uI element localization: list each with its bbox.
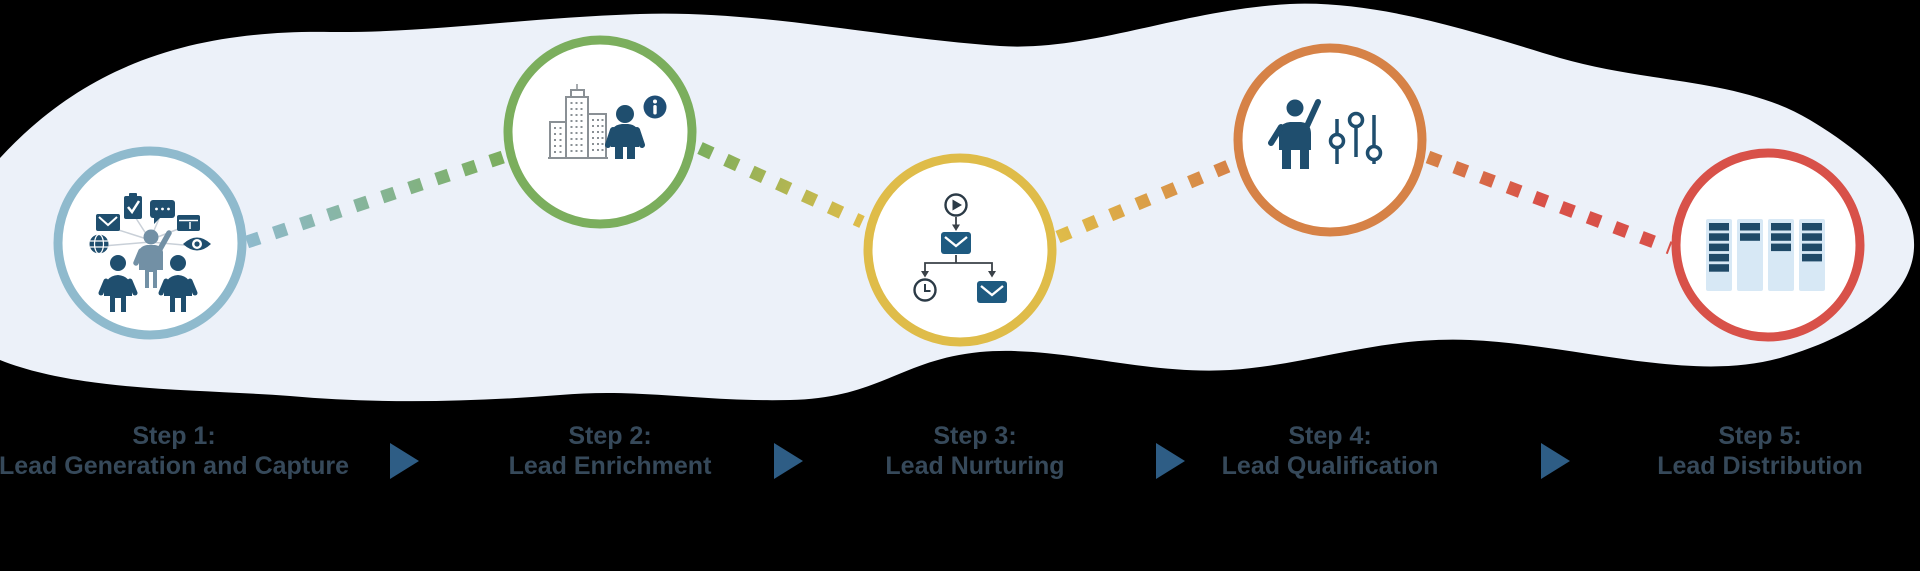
step-title: Step 5: xyxy=(1718,422,1802,450)
step-title: Step 1: xyxy=(132,422,216,450)
arrow-right-icon xyxy=(1156,443,1185,479)
connector-dots-2 xyxy=(697,142,865,228)
step-circle-4 xyxy=(1233,43,1427,237)
step-circle-3 xyxy=(863,153,1057,347)
email-workflow-icon xyxy=(913,193,1007,303)
connector-dots-3 xyxy=(1055,158,1234,244)
step-circle-5 xyxy=(1671,148,1865,342)
step-title: Step 4: xyxy=(1288,422,1372,450)
step-circle-1 xyxy=(53,146,247,340)
arrow-right-icon xyxy=(774,443,803,479)
lead-generation-capture-icon xyxy=(89,193,211,312)
step-name: Lead Distribution xyxy=(1657,452,1863,480)
arrow-right-icon xyxy=(1541,443,1570,479)
step-circle-2 xyxy=(503,35,697,229)
step-label-3: Step 3: Lead Nurturing xyxy=(765,421,1185,481)
kanban-board-icon xyxy=(1706,219,1825,291)
step-name: Lead Qualification xyxy=(1221,452,1439,480)
step-name: Lead Generation and Capture xyxy=(0,452,350,480)
company-person-info-icon xyxy=(548,84,667,159)
arrow-right-icon xyxy=(390,443,419,479)
step-label-4: Step 4: Lead Qualification xyxy=(1120,421,1540,481)
step-title: Step 3: xyxy=(933,422,1017,450)
person-sliders-icon xyxy=(1268,99,1383,169)
step-title: Step 2: xyxy=(568,422,652,450)
step-label-2: Step 2: Lead Enrichment xyxy=(400,421,820,481)
step-label-5: Step 5: Lead Distribution xyxy=(1550,421,1920,481)
step-name: Lead Nurturing xyxy=(885,452,1065,480)
step-name: Lead Enrichment xyxy=(508,452,712,480)
step-label-1: Step 1: Lead Generation and Capture xyxy=(0,421,384,481)
